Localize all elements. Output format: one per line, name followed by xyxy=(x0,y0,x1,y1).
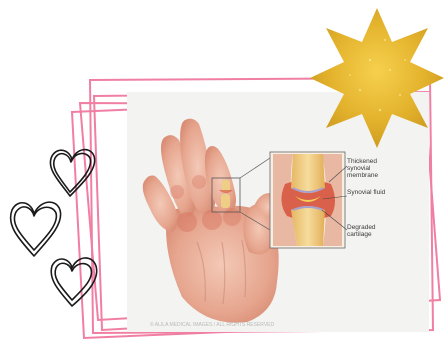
gold-star-icon xyxy=(0,0,444,341)
